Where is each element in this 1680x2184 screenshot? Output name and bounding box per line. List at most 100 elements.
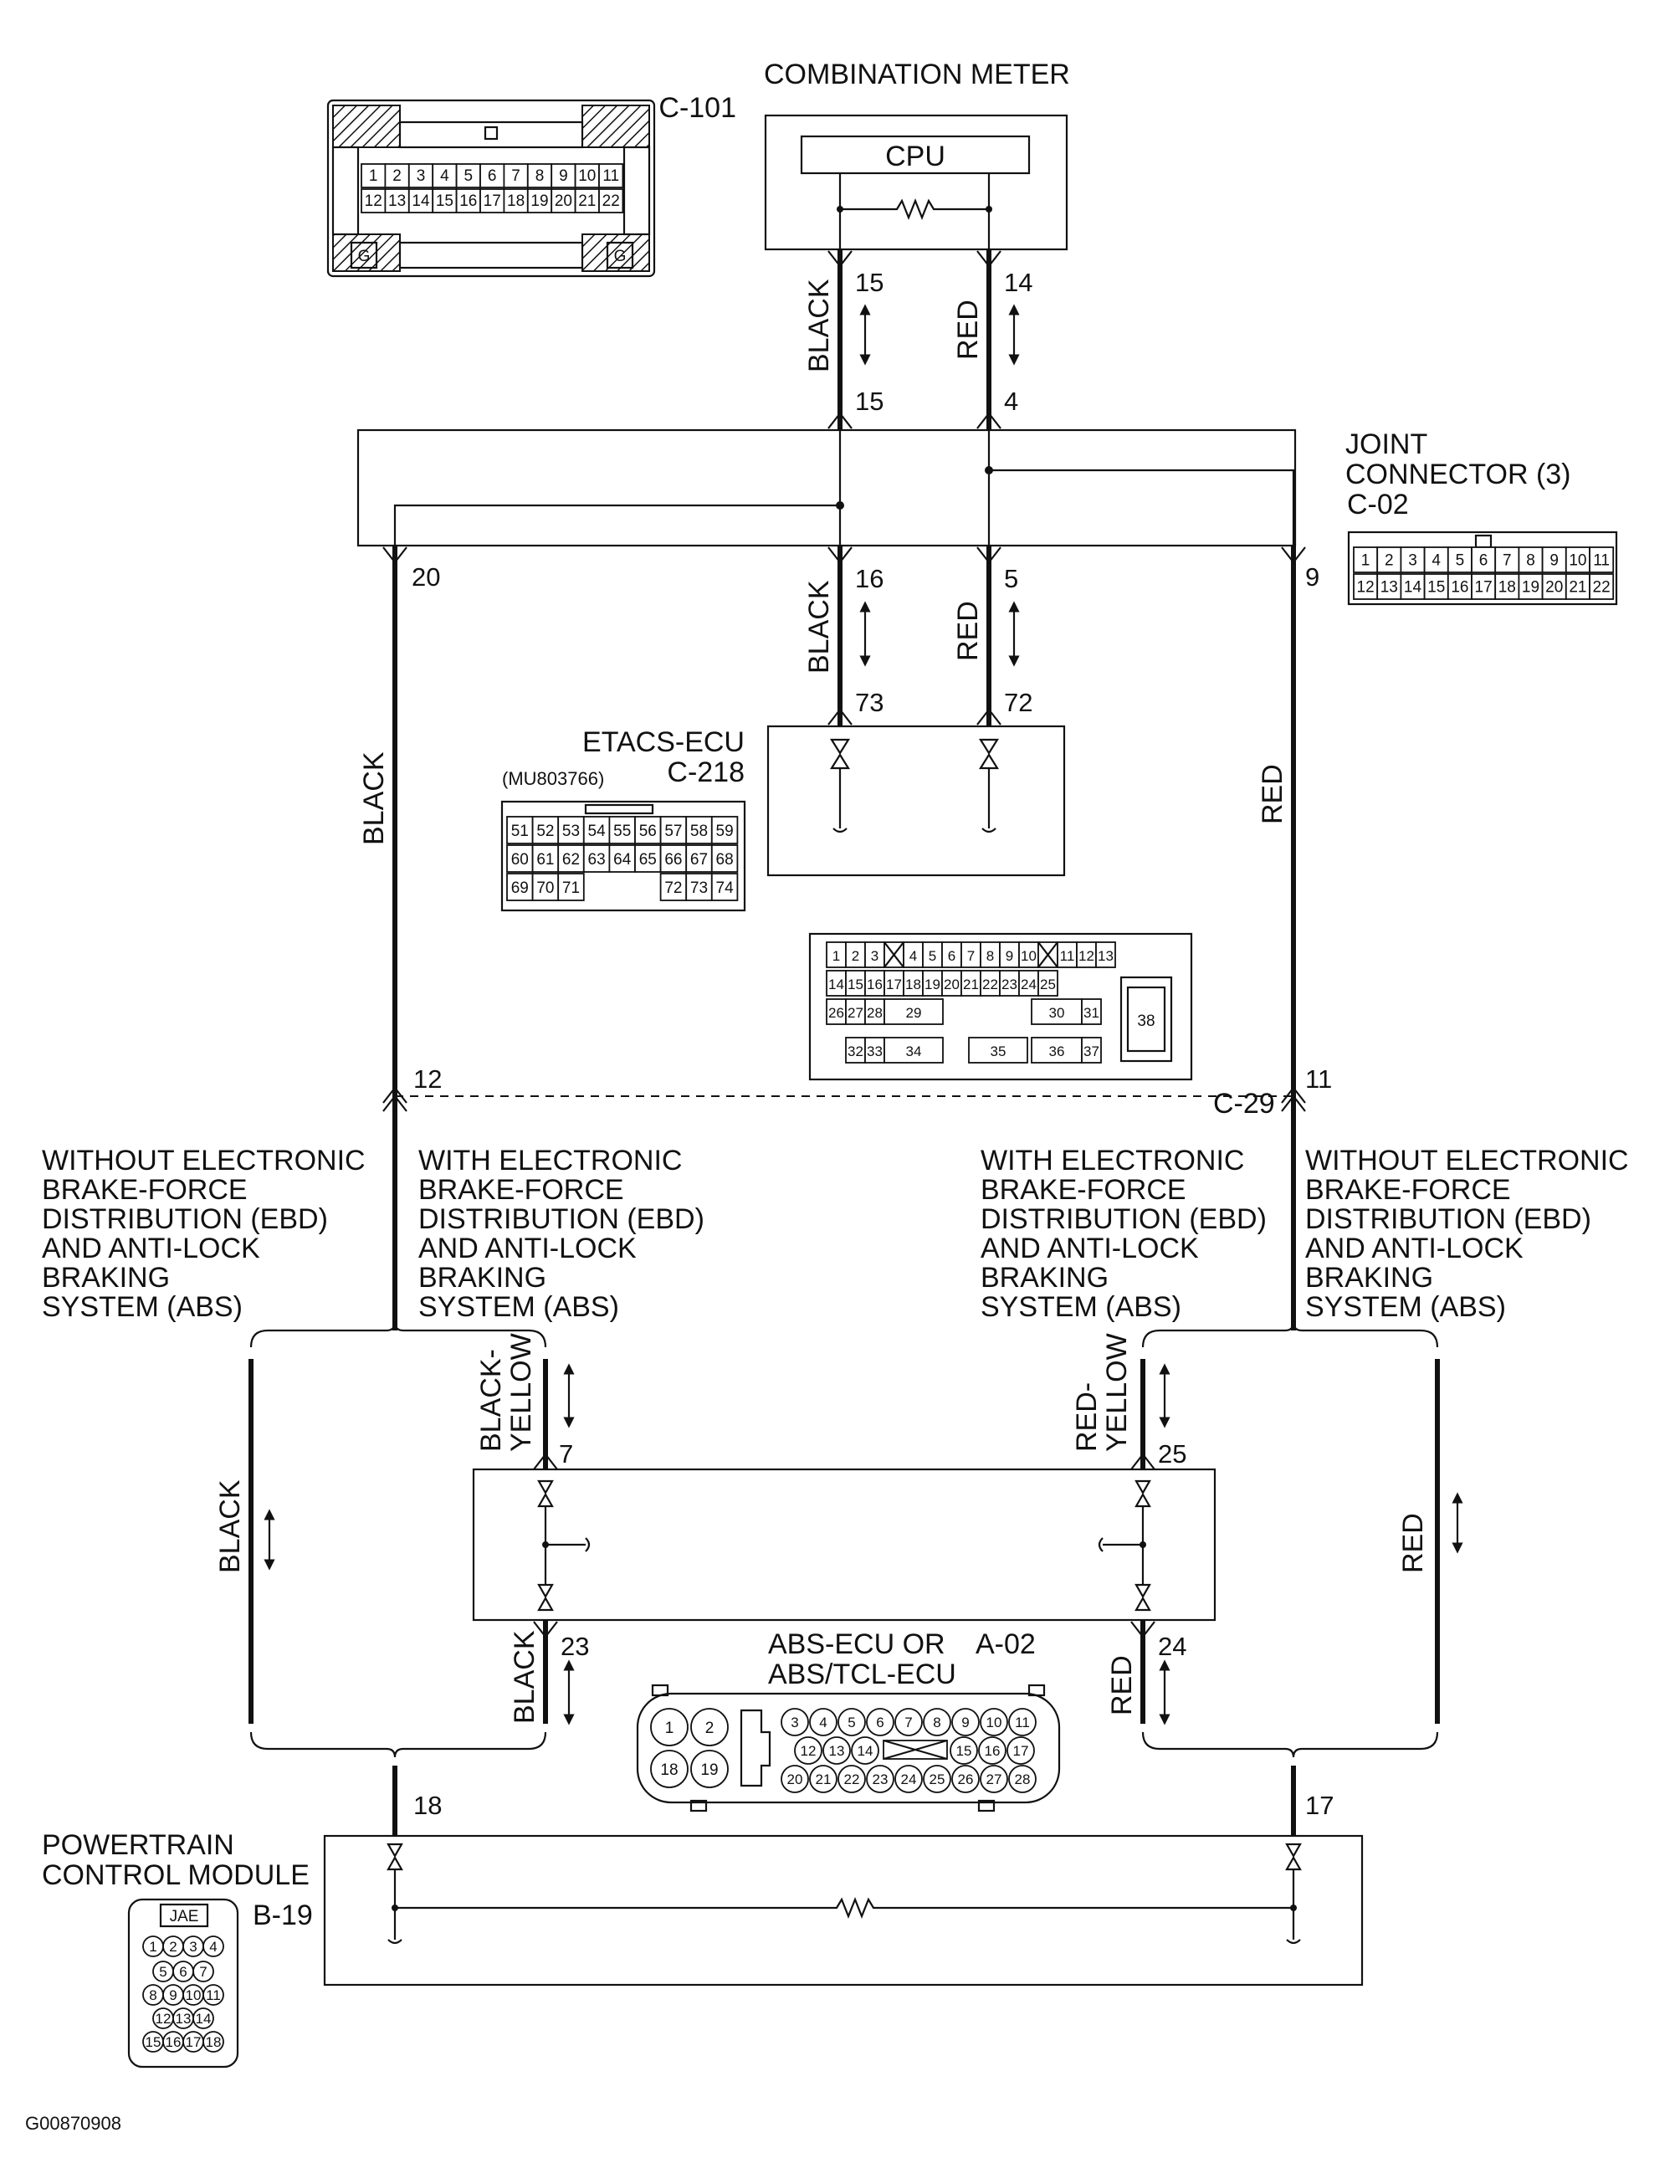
a02-pin-23: 23: [873, 1771, 889, 1787]
a02-pin-17: 17: [1013, 1743, 1029, 1759]
a02-pin-11: 11: [1015, 1715, 1030, 1730]
c29-pin-7: 7: [967, 948, 975, 964]
pin-pcm-right: 17: [1305, 1791, 1334, 1820]
wire-label-red-without: RED: [1397, 1513, 1429, 1573]
variant-without-right-line-6: SYSTEM (ABS): [1305, 1291, 1506, 1323]
c29-pin-18: 18: [905, 977, 921, 992]
wire-label-black-left: BLACK: [358, 751, 390, 845]
c02-pin-14: 14: [1404, 579, 1422, 597]
c218-pin-71: 71: [562, 879, 580, 897]
cpu-label: CPU: [885, 141, 945, 172]
c101-pin-7: 7: [511, 167, 520, 185]
c29-pin-9: 9: [1006, 948, 1013, 964]
variant-with-right-line-1: WITH ELECTRONIC: [981, 1145, 1244, 1177]
c29-pin-13: 13: [1098, 948, 1114, 964]
c29-pin-4: 4: [909, 948, 917, 964]
variant-without-right-line-4: AND ANTI-LOCK: [1305, 1233, 1524, 1264]
c218-pin-57: 57: [664, 823, 682, 840]
a02-pin-10: 10: [986, 1715, 1002, 1730]
c29-pin-12: 12: [1078, 948, 1094, 964]
a02-pin-20: 20: [787, 1771, 803, 1787]
wire-label-red-1: RED: [952, 300, 984, 360]
variant-braces: [249, 1321, 1439, 1758]
b19-pin-9: 9: [169, 1987, 177, 2003]
variant-without-right-line-1: WITHOUT ELECTRONIC: [1305, 1145, 1629, 1177]
b19-pin-13: 13: [176, 2011, 192, 2027]
c101-pin-19: 19: [530, 192, 548, 210]
b19-pin-16: 16: [166, 2034, 182, 2050]
c101-pin-18: 18: [507, 192, 525, 210]
cpu-box: [800, 135, 1031, 175]
c101-pin-13: 13: [388, 192, 406, 210]
c29-pin-10: 10: [1021, 948, 1037, 964]
variant-with-left-line-2: BRAKE-FORCE: [418, 1174, 624, 1206]
powertrain-control-module: 18 17 POWERTRAIN CONTROL MODULE B-19: [42, 1766, 1364, 1987]
a02-pin-19: 19: [700, 1761, 718, 1779]
a02-pin-15: 15: [956, 1743, 972, 1759]
c218-pin-59: 59: [716, 823, 734, 840]
b19-pin-17: 17: [186, 2034, 202, 2050]
a02-pin-8: 8: [933, 1715, 940, 1730]
c02-pin-6: 6: [1479, 552, 1488, 570]
a02-pin-25: 25: [930, 1771, 945, 1787]
c218-pin-72: 72: [664, 879, 682, 897]
c218-pin-58: 58: [690, 823, 708, 840]
c101-label: C-101: [658, 92, 736, 124]
c29-pin-30: 30: [1049, 1005, 1065, 1021]
b19-pin-8: 8: [149, 1987, 156, 2003]
etacs-ecu: ETACS-ECU C-218 (MU803766): [502, 725, 1066, 877]
c218-pin-63: 63: [588, 851, 606, 869]
c29-pin-3: 3: [871, 948, 878, 964]
a02-pin-3: 3: [791, 1715, 798, 1730]
c101-pin-9: 9: [559, 167, 568, 185]
b19-pin-12: 12: [156, 2011, 172, 2027]
c29-pin-24: 24: [1021, 977, 1037, 992]
a02-pin-1: 1: [665, 1720, 674, 1737]
b19-pin-2: 2: [169, 1939, 177, 1955]
etacs-title: ETACS-ECU: [582, 726, 745, 758]
c218-pin-51: 51: [511, 823, 529, 840]
c218-pin-70: 70: [536, 879, 554, 897]
c29-pin-35: 35: [991, 1043, 1006, 1059]
c02-pin-16: 16: [1451, 579, 1468, 597]
c29-pin-23: 23: [1001, 977, 1017, 992]
c02-pin-22: 22: [1593, 579, 1611, 597]
variant-with-right-line-5: BRAKING: [981, 1262, 1109, 1294]
variant-labels: WITHOUT ELECTRONIC BRAKE-FORCE DISTRIBUTIO…: [42, 1145, 1629, 1323]
c218-pin-66: 66: [664, 851, 682, 869]
variant-without-right-line-3: DISTRIBUTION (EBD): [1305, 1203, 1591, 1235]
a02-pin-12: 12: [801, 1743, 817, 1759]
variant-with-left-line-6: SYSTEM (ABS): [418, 1291, 619, 1323]
side-wires: 20 9 BLACK RED 12 11: [358, 546, 1332, 1330]
c218-pin-67: 67: [690, 851, 708, 869]
wire-label-black-yellow-1: BLACK-: [475, 1349, 507, 1452]
joint-connector: JOINT CONNECTOR (3) C-02: [356, 428, 1571, 547]
a02-pin-28: 28: [1015, 1771, 1031, 1787]
abs-ecu: BLACK- YELLOW RED- YELLOW 7 25 23 24 BLA…: [472, 1333, 1216, 1725]
b19-label: B-19: [253, 1899, 313, 1931]
variant-with-left-line-4: AND ANTI-LOCK: [418, 1233, 637, 1264]
etacs-box: [766, 725, 1066, 877]
a02-pin-24: 24: [901, 1771, 917, 1787]
variant-with-right-line-2: BRAKE-FORCE: [981, 1174, 1186, 1206]
c29-pin-37: 37: [1083, 1043, 1099, 1059]
figure-id: G00870908: [25, 2113, 121, 2134]
pin-abs-black-out: 23: [561, 1632, 589, 1661]
c02-pin-19: 19: [1522, 579, 1539, 597]
c101-pin-12: 12: [365, 192, 382, 210]
without-ebd-wires: BLACK RED: [214, 1359, 1463, 1724]
c29-pin-17: 17: [886, 977, 902, 992]
b19-pin-4: 4: [209, 1939, 217, 1955]
pin-jc-red-in: 4: [1004, 387, 1018, 416]
c101-pin-4: 4: [440, 167, 449, 185]
c29-pin-34: 34: [906, 1043, 922, 1059]
pin-jc-left: 20: [412, 562, 440, 592]
c29-pin-22: 22: [982, 977, 998, 992]
pin-pcm-left: 18: [413, 1791, 442, 1820]
c02-pin-4: 4: [1432, 552, 1441, 570]
variant-with-left-line-1: WITH ELECTRONIC: [418, 1145, 682, 1177]
